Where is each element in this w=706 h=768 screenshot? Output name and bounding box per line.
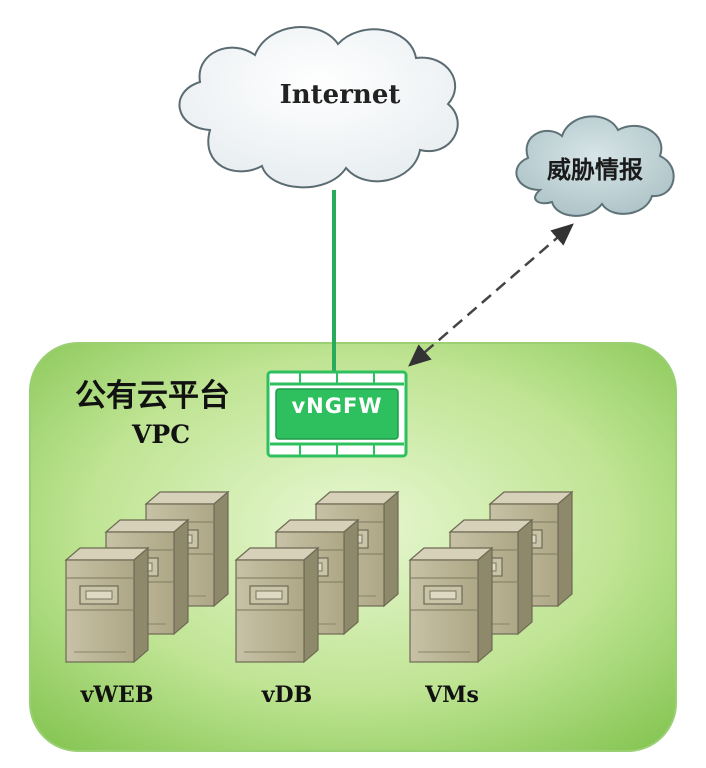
server-group-label-vdb: vDB: [261, 682, 313, 708]
platform-subtitle: VPC: [132, 420, 191, 449]
threat-intel-cloud-icon: [515, 115, 675, 217]
server-group-label-vweb: vWEB: [80, 682, 154, 708]
firewall-icon: [266, 370, 408, 458]
threat-intel-link: [408, 223, 574, 367]
platform-title: 公有云平台: [75, 378, 230, 414]
server-group-label-vms: VMs: [425, 682, 479, 708]
internet-label: Internet: [279, 80, 401, 110]
threat-intel-label: 威胁情报: [547, 156, 643, 184]
internet-cloud-icon: [178, 26, 459, 189]
firewall-label: vNGFW: [291, 394, 383, 418]
